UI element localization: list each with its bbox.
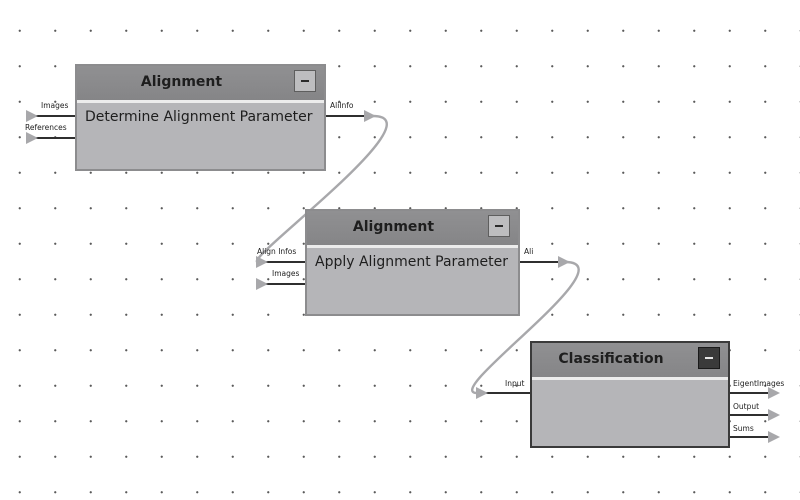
- connection-wire-ali-to-input[interactable]: [471, 260, 580, 395]
- port-label-input: Input: [505, 379, 525, 388]
- port-label-sums: Sums: [733, 424, 754, 433]
- port-eigentimages-arrow-icon[interactable]: [768, 387, 780, 399]
- node-title: Classification: [558, 351, 664, 367]
- minus-icon: [705, 357, 713, 359]
- minus-icon: [301, 80, 309, 82]
- port-label-output: Output: [733, 402, 760, 411]
- port-label-ali: Ali: [524, 247, 534, 256]
- port-label-aliinfo: AliInfo: [330, 101, 354, 110]
- port-ali-arrow-icon[interactable]: [558, 256, 570, 268]
- minus-icon: [495, 225, 503, 227]
- port-label-images-2: Images: [272, 269, 300, 278]
- port-label-references: References: [25, 123, 67, 132]
- collapse-button[interactable]: [294, 70, 316, 92]
- node-title: Alignment: [140, 74, 223, 90]
- node-classification[interactable]: Classification: [530, 341, 730, 448]
- port-references-arrow-icon[interactable]: [26, 132, 38, 144]
- port-label-align-infos: Align Infos: [257, 247, 297, 256]
- node-determine-alignment[interactable]: Alignment Determine Alignment Parameter: [75, 64, 326, 171]
- port-aliinfo-arrow-icon[interactable]: [364, 110, 376, 122]
- port-align-infos-arrow-icon[interactable]: [256, 256, 268, 268]
- connection-wire-aliinfo-to-align-infos[interactable]: [255, 114, 388, 264]
- node-header[interactable]: Classification: [532, 343, 728, 380]
- port-label-images: Images: [41, 101, 69, 110]
- port-output-arrow-icon[interactable]: [768, 409, 780, 421]
- node-header[interactable]: Alignment: [77, 66, 324, 103]
- port-images-arrow-icon[interactable]: [26, 110, 38, 122]
- port-input-arrow-icon[interactable]: [476, 387, 488, 399]
- port-sums-arrow-icon[interactable]: [768, 431, 780, 443]
- node-header[interactable]: Alignment: [307, 211, 518, 248]
- port-images-2-arrow-icon[interactable]: [256, 278, 268, 290]
- collapse-button[interactable]: [698, 347, 720, 369]
- port-label-eigentimages: EigentImages: [733, 379, 785, 388]
- node-title: Alignment: [352, 219, 435, 235]
- node-label: Apply Alignment Parameter: [315, 254, 508, 270]
- node-label: Determine Alignment Parameter: [85, 109, 313, 125]
- node-apply-alignment[interactable]: Alignment Apply Alignment Parameter: [305, 209, 520, 316]
- collapse-button[interactable]: [488, 215, 510, 237]
